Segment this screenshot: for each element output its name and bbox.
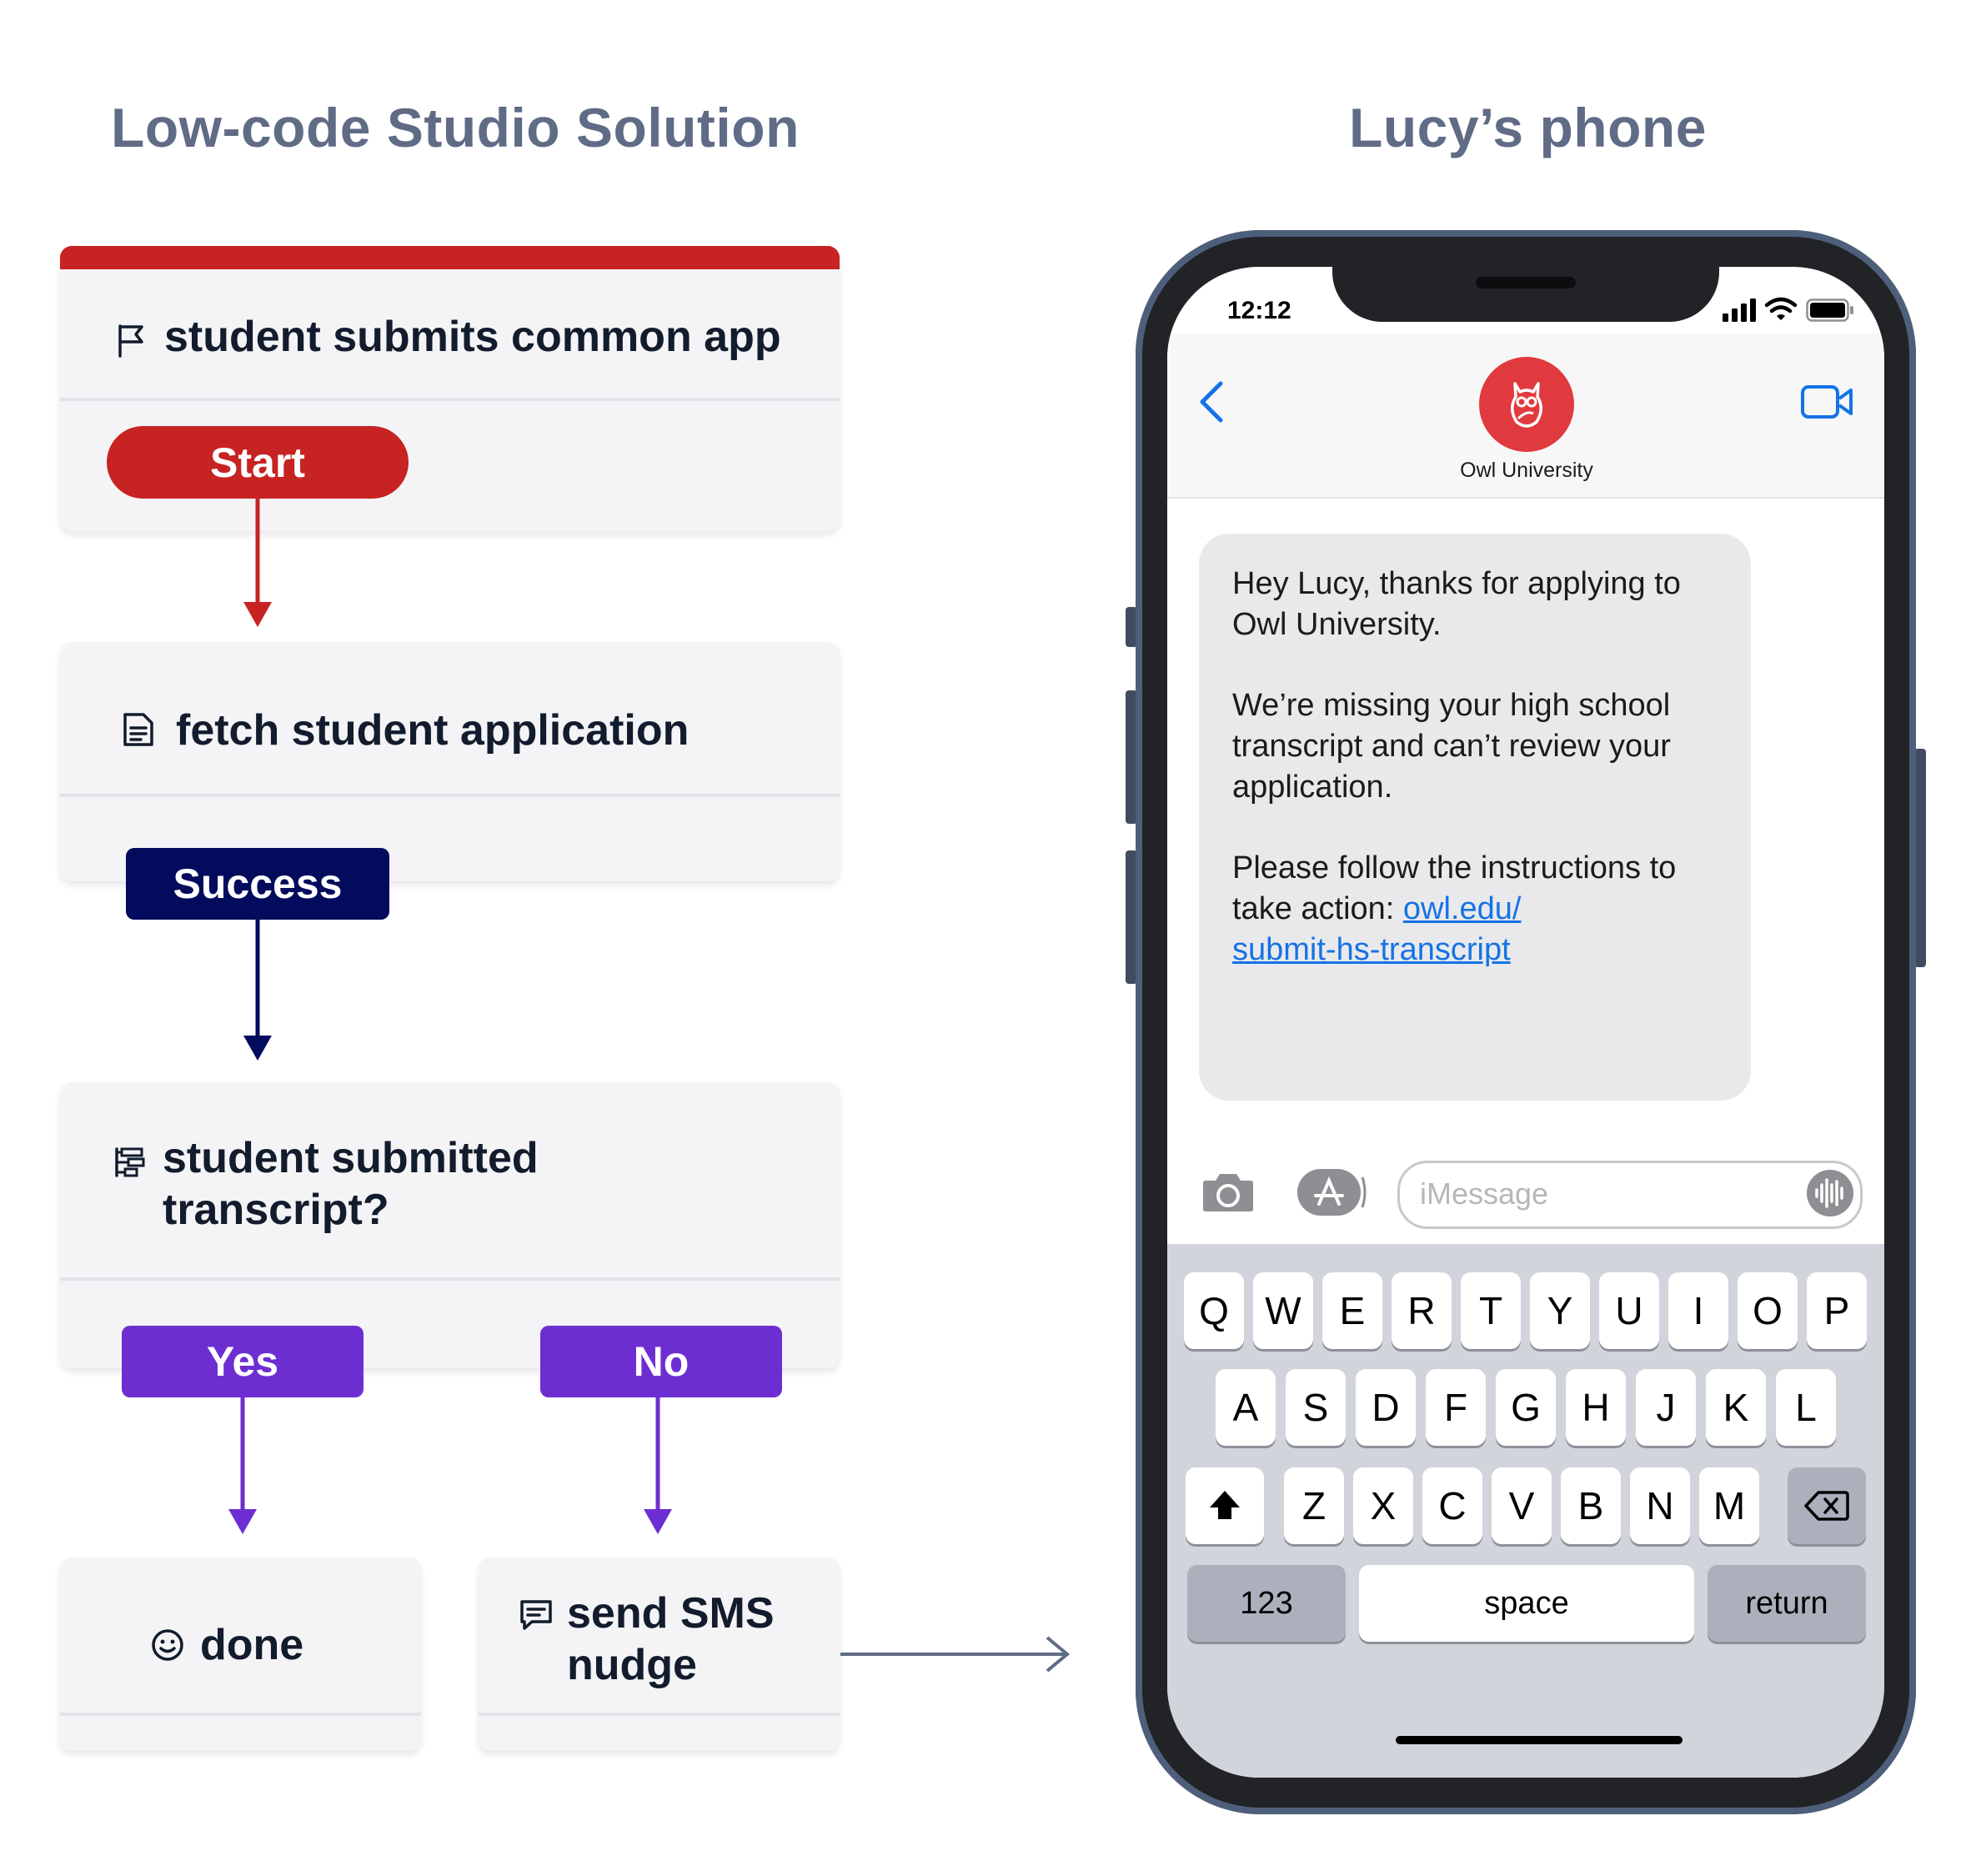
key-f[interactable]: F: [1426, 1369, 1486, 1446]
key-r[interactable]: R: [1392, 1272, 1452, 1349]
phone-heading: Lucy’s phone: [1349, 97, 1707, 158]
camera-icon[interactable]: [1201, 1171, 1256, 1214]
key-y[interactable]: Y: [1530, 1272, 1590, 1349]
key-g[interactable]: G: [1496, 1369, 1556, 1446]
done-title: done: [200, 1621, 304, 1669]
phone-notch: [1332, 267, 1719, 322]
shift-key[interactable]: [1186, 1467, 1264, 1544]
back-chevron-icon[interactable]: [1197, 380, 1226, 424]
key-d[interactable]: D: [1356, 1369, 1416, 1446]
phone-speaker: [1476, 277, 1576, 288]
no-pill[interactable]: No: [540, 1326, 782, 1397]
key-l[interactable]: L: [1776, 1369, 1836, 1446]
sms-to-phone-arrowhead: [1046, 1636, 1071, 1673]
fetch-title: fetch student application: [176, 706, 690, 755]
cellular-signal-icon: [1723, 298, 1756, 322]
app-store-icon[interactable]: [1296, 1166, 1367, 1219]
start-arrowhead: [243, 602, 272, 627]
smiley-icon: [152, 1629, 183, 1661]
split-widget[interactable]: student submitted transcript?: [60, 1082, 840, 1368]
send-sms-divider: [479, 1713, 840, 1716]
key-e[interactable]: E: [1322, 1272, 1382, 1349]
backspace-icon: [1804, 1491, 1849, 1521]
transcript-link-line2[interactable]: submit-hs-transcript: [1232, 932, 1511, 967]
phone-silent-switch: [1126, 607, 1137, 647]
key-t[interactable]: T: [1461, 1272, 1521, 1349]
key-v[interactable]: V: [1492, 1467, 1552, 1544]
key-n[interactable]: N: [1630, 1467, 1690, 1544]
chat-icon: [520, 1600, 552, 1630]
document-icon: [123, 713, 153, 746]
key-p[interactable]: P: [1807, 1272, 1867, 1349]
key-b[interactable]: B: [1561, 1467, 1621, 1544]
send-sms-title-line1: send SMS: [567, 1589, 775, 1638]
key-o[interactable]: O: [1738, 1272, 1798, 1349]
contact-name: Owl University: [1460, 459, 1593, 482]
split-branch-icon: [115, 1147, 145, 1177]
battery-icon: [1806, 298, 1853, 322]
flag-icon: [118, 324, 143, 358]
success-pill[interactable]: Success: [126, 848, 389, 920]
yes-pill[interactable]: Yes: [122, 1326, 364, 1397]
key-q[interactable]: Q: [1184, 1272, 1244, 1349]
key-c[interactable]: C: [1422, 1467, 1482, 1544]
send-sms-title-line2: nudge: [567, 1641, 697, 1689]
message-paragraph-3: Please follow the instructions to take a…: [1232, 848, 1718, 971]
message-paragraph-1: Hey Lucy, thanks for applying to Owl Uni…: [1232, 566, 1681, 642]
flow-heading: Low-code Studio Solution: [111, 97, 800, 158]
start-pill[interactable]: Start: [107, 426, 409, 499]
message-paragraph-3-text: Please follow the instructions to take a…: [1232, 850, 1677, 926]
transcript-link-line1[interactable]: owl.edu/: [1402, 891, 1522, 926]
key-w[interactable]: W: [1253, 1272, 1313, 1349]
space-key[interactable]: space: [1359, 1565, 1694, 1642]
imessage-placeholder: iMessage: [1420, 1176, 1549, 1211]
numbers-key[interactable]: 123: [1187, 1565, 1346, 1642]
phone-power-button: [1914, 749, 1926, 967]
success-arrowhead: [243, 1036, 272, 1061]
trigger-accent-bar: [60, 246, 840, 269]
fetch-widget[interactable]: fetch student application: [60, 642, 840, 881]
phone-screen: 12:12 Ow: [1167, 267, 1884, 1778]
backspace-key[interactable]: [1788, 1467, 1866, 1544]
imessage-input[interactable]: iMessage: [1397, 1161, 1863, 1229]
split-title-line2: transcript?: [163, 1186, 389, 1234]
wifi-icon: [1764, 297, 1798, 320]
message-bubble: Hey Lucy, thanks for applying to Owl Uni…: [1199, 534, 1751, 1101]
no-arrowhead: [644, 1509, 672, 1534]
key-u[interactable]: U: [1599, 1272, 1659, 1349]
phone-volume-down-button: [1126, 850, 1137, 984]
done-divider: [60, 1713, 421, 1716]
key-a[interactable]: A: [1216, 1369, 1276, 1446]
audio-waveform-icon[interactable]: [1805, 1168, 1855, 1218]
send-sms-widget[interactable]: send SMS nudge: [479, 1557, 840, 1751]
trigger-divider: [60, 398, 840, 401]
key-j[interactable]: J: [1636, 1369, 1696, 1446]
facetime-video-icon[interactable]: [1801, 384, 1854, 420]
message-paragraph-2: We’re missing your high school transcrip…: [1232, 688, 1671, 805]
status-time: 12:12: [1227, 297, 1291, 324]
key-z[interactable]: Z: [1284, 1467, 1344, 1544]
key-h[interactable]: H: [1566, 1369, 1626, 1446]
phone-frame: 12:12 Ow: [1136, 230, 1916, 1814]
owl-icon: [1511, 382, 1542, 428]
contact-avatar[interactable]: [1479, 357, 1574, 452]
done-widget[interactable]: done: [60, 1557, 421, 1751]
key-s[interactable]: S: [1286, 1369, 1346, 1446]
key-k[interactable]: K: [1706, 1369, 1766, 1446]
return-key[interactable]: return: [1708, 1565, 1866, 1642]
shift-arrow-icon: [1210, 1491, 1240, 1519]
key-m[interactable]: M: [1699, 1467, 1759, 1544]
trigger-title: student submits common app: [164, 313, 781, 361]
split-divider: [60, 1277, 840, 1281]
fetch-divider: [60, 794, 840, 797]
key-x[interactable]: X: [1353, 1467, 1413, 1544]
key-i[interactable]: I: [1668, 1272, 1728, 1349]
split-title-line1: student submitted: [163, 1134, 539, 1182]
phone-volume-up-button: [1126, 690, 1137, 824]
home-indicator[interactable]: [1396, 1736, 1683, 1744]
yes-arrowhead: [228, 1509, 257, 1534]
